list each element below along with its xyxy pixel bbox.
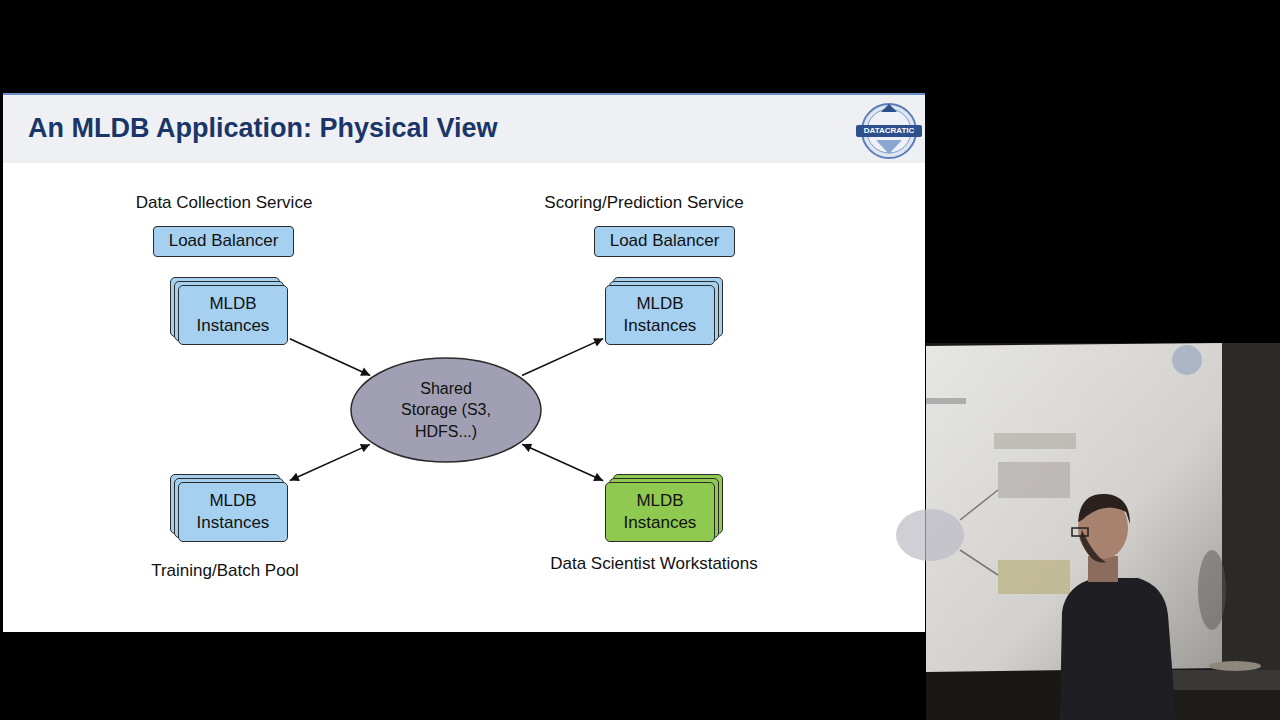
- storage-ellipse: Shared Storage (S3, HDFS...): [350, 357, 542, 463]
- instance-stack: MLDB Instances: [170, 474, 288, 542]
- instance-box: MLDB Instances: [605, 482, 715, 542]
- arrow-connector: [290, 444, 370, 480]
- instance-stack: MLDB Instances: [605, 474, 723, 542]
- instance-stack: MLDB Instances: [605, 277, 723, 345]
- instance-box: MLDB Instances: [178, 482, 288, 542]
- node-text: Shared Storage (S3, HDFS...): [394, 378, 498, 443]
- instance-stack: MLDB Instances: [170, 277, 288, 345]
- logo-text: DATACRATIC: [864, 126, 915, 135]
- process-box: Load Balancer: [153, 226, 294, 257]
- node-text: Load Balancer: [610, 230, 720, 252]
- node-text: MLDB Instances: [614, 293, 706, 337]
- arrow-connector: [522, 339, 603, 376]
- node-text: MLDB Instances: [187, 490, 279, 534]
- node-text: MLDB Instances: [187, 293, 279, 337]
- title-bar: [3, 95, 925, 163]
- node-text: Load Balancer: [169, 230, 279, 252]
- slide-top-line: [3, 93, 925, 95]
- logo: [856, 104, 922, 158]
- pool-label: Data Scientist Workstations: [550, 554, 758, 574]
- instance-box: MLDB Instances: [178, 285, 288, 345]
- process-box: Load Balancer: [594, 226, 735, 257]
- pool-label: Training/Batch Pool: [151, 561, 299, 581]
- node-text: MLDB Instances: [614, 490, 706, 534]
- service-label: Data Collection Service: [136, 193, 313, 213]
- slide-title: An MLDB Application: Physical View: [28, 113, 498, 144]
- arrow-connector: [290, 339, 370, 376]
- instance-box: MLDB Instances: [605, 285, 715, 345]
- arrow-connector: [522, 444, 603, 480]
- slide: [3, 93, 925, 632]
- speaker-photo: [896, 343, 1280, 720]
- service-label: Scoring/Prediction Service: [544, 193, 743, 213]
